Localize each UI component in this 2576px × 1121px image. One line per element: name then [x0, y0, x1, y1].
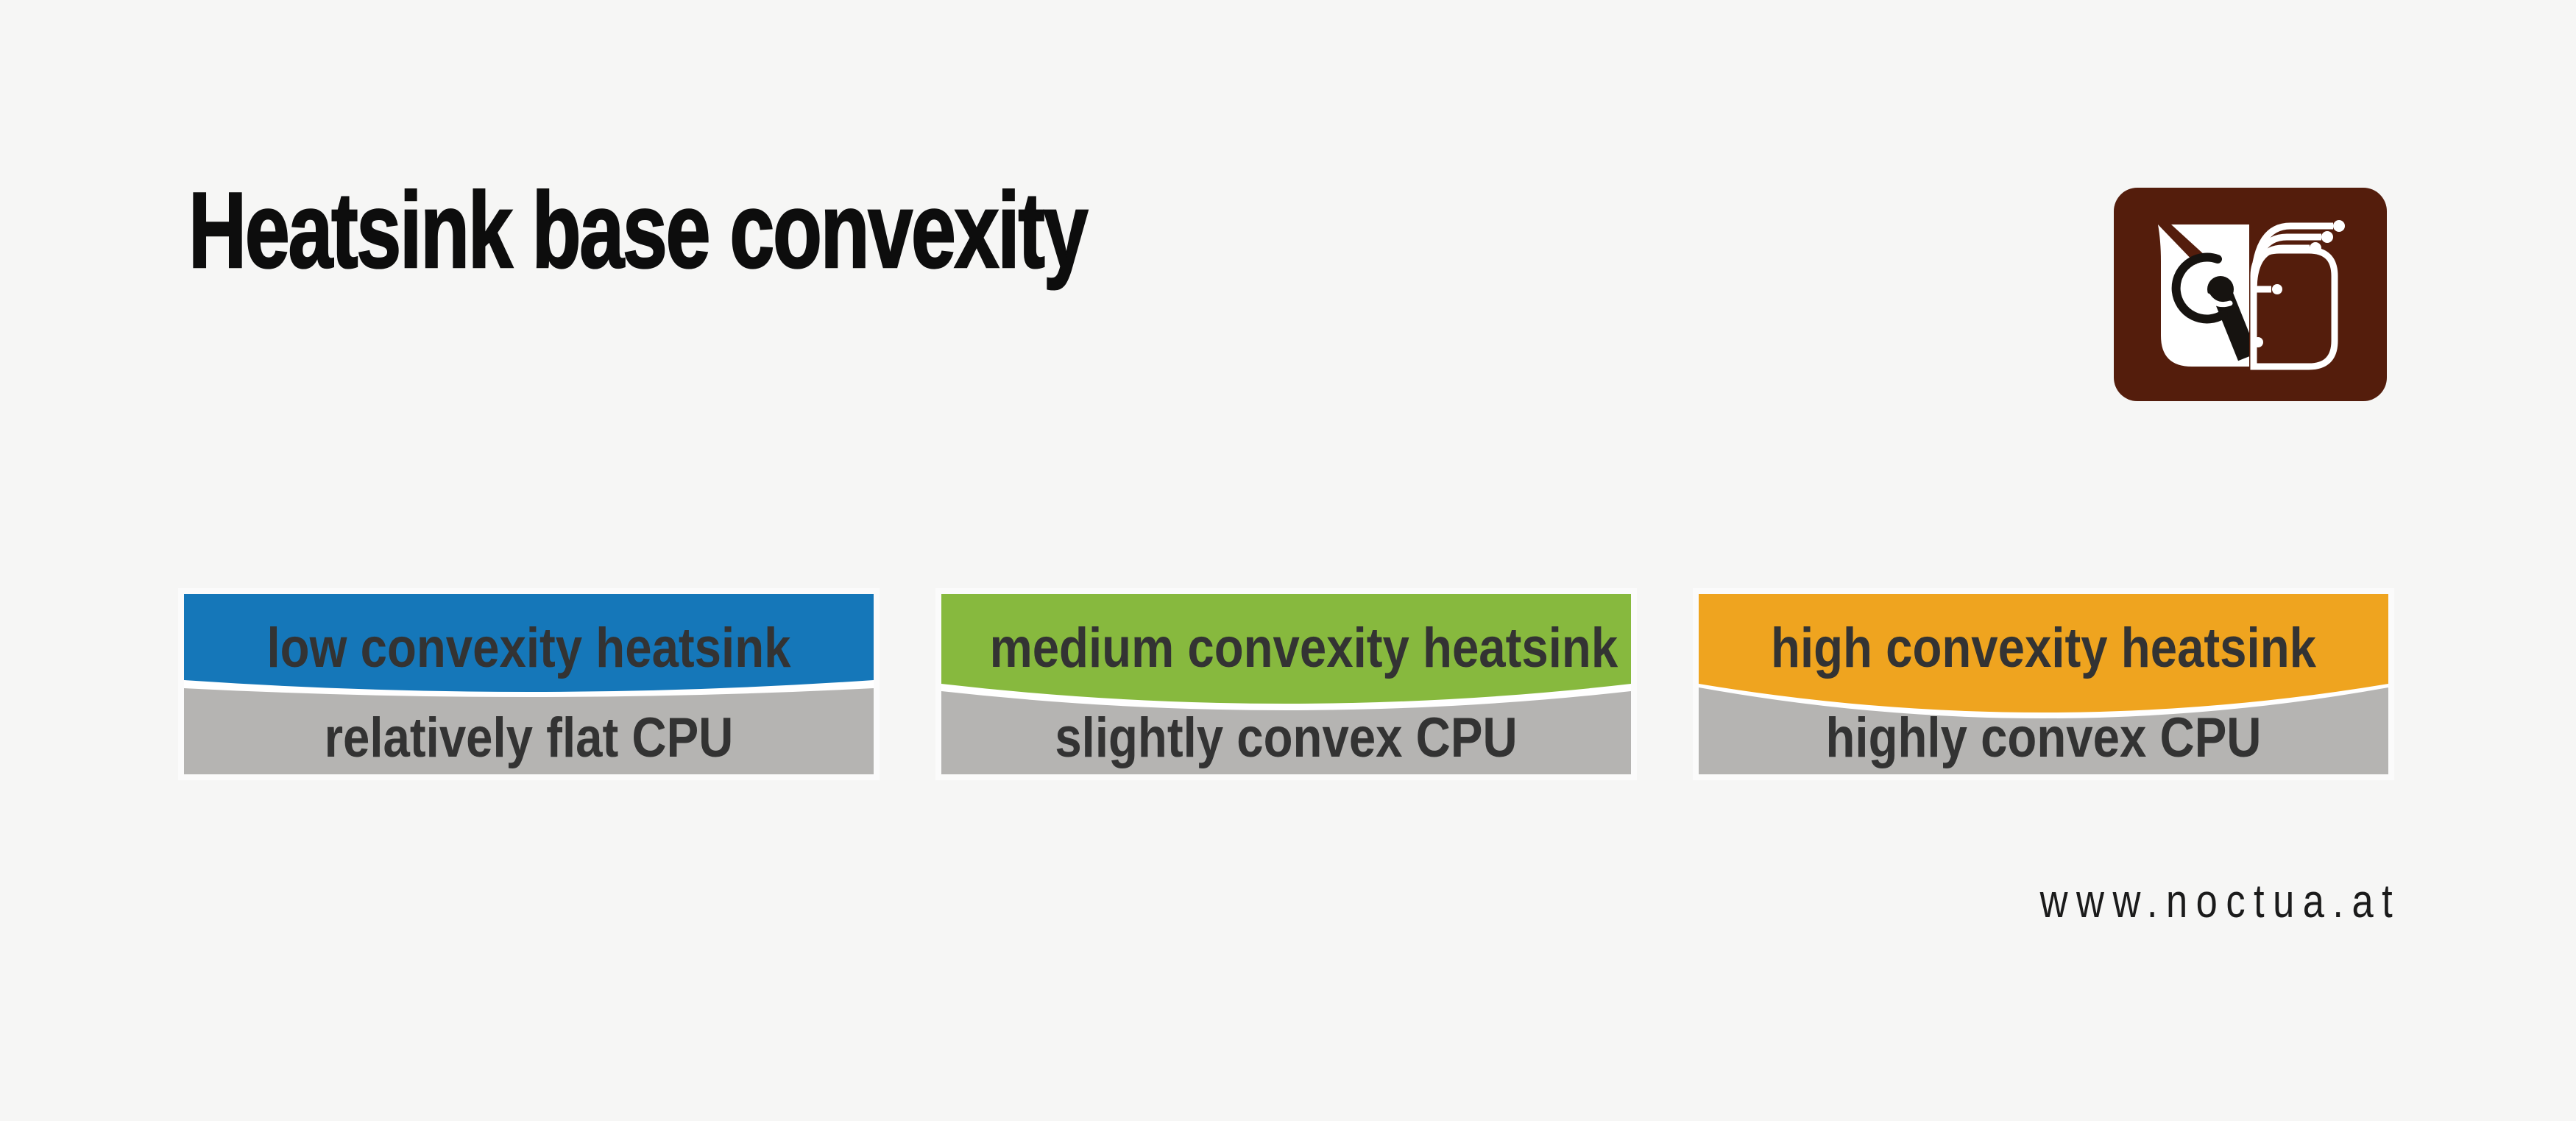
heatsink-label: medium convexity heatsink	[989, 617, 1618, 679]
cpu-label: highly convex CPU	[1825, 707, 2262, 769]
owl-eyebrow	[2171, 252, 2228, 324]
website-link[interactable]: www.noctua.at	[2039, 874, 2401, 927]
owl-ear-notch	[2158, 224, 2205, 264]
heatsink-shape	[184, 594, 874, 692]
cpu-label: slightly convex CPU	[1055, 707, 1518, 769]
diagram-pair-low: low convexity heatsink relatively flat C…	[184, 594, 874, 774]
circuit-dot-1	[2333, 220, 2345, 232]
heatsink-label: high convexity heatsink	[1771, 617, 2316, 679]
circuit-trace-3	[2250, 244, 2310, 291]
pair-shapes	[1699, 594, 2388, 774]
circuit-dot-5	[2253, 337, 2263, 347]
pair-shapes	[941, 594, 1631, 774]
owl-eye-highlight	[2205, 293, 2233, 308]
pair-shapes	[184, 594, 874, 774]
heatsink-label: low convexity heatsink	[266, 617, 791, 679]
owl-icon	[2114, 188, 2387, 401]
cpu-shape	[1699, 687, 2388, 774]
cpu-shape	[184, 688, 874, 774]
cpu-shape	[941, 691, 1631, 774]
diagram-pair-medium: medium convexity heatsink slightly conve…	[941, 594, 1631, 774]
diagram-pair-high: high convexity heatsink highly convex CP…	[1699, 594, 2388, 774]
noctua-logo	[2114, 188, 2387, 401]
circuit-dot-4	[2272, 284, 2282, 294]
heatsink-shape	[1699, 594, 2388, 712]
cpu-label: relatively flat CPU	[324, 707, 734, 769]
circuit-dot-3	[2310, 242, 2321, 254]
owl-eye	[2207, 276, 2234, 303]
heatsink-shape	[941, 594, 1631, 704]
circuit-dot-2	[2321, 231, 2333, 243]
page-title: Heatsink base convexity	[188, 170, 1089, 290]
